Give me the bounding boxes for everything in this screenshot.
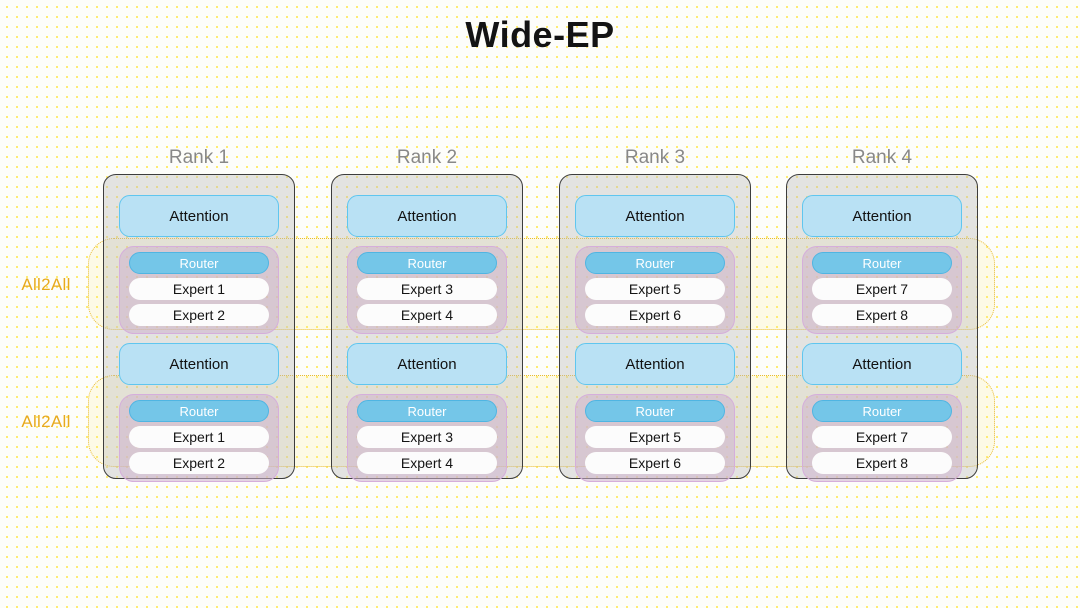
rank-column-4: Rank 4 Attention Router Expert 7 Expert … — [786, 146, 978, 482]
attention-block-r4-l1: Attention — [802, 195, 962, 237]
attention-block-r2-l1: Attention — [347, 195, 507, 237]
expert-block-r2-l2-e1: Expert 3 — [357, 426, 497, 448]
rank-label-1: Rank 1 — [168, 147, 230, 168]
moe-block-r1-l2: Router Expert 1 Expert 2 — [119, 394, 279, 482]
router-block-r3-l2: Router — [585, 400, 725, 422]
attention-block-r3-l1: Attention — [575, 195, 735, 237]
router-block-r2-l1: Router — [357, 252, 497, 274]
moe-block-r4-l2: Router Expert 7 Expert 8 — [802, 394, 962, 482]
expert-block-r4-l1-e2: Expert 8 — [812, 304, 952, 326]
rank-label-3: Rank 3 — [624, 147, 686, 168]
expert-block-r3-l2-e2: Expert 6 — [585, 452, 725, 474]
expert-block-r2-l2-e2: Expert 4 — [357, 452, 497, 474]
router-block-r2-l2: Router — [357, 400, 497, 422]
rank-column-3: Rank 3 Attention Router Expert 5 Expert … — [559, 146, 751, 482]
layer-divider — [575, 334, 735, 343]
expert-block-r1-l1-e2: Expert 2 — [129, 304, 269, 326]
router-block-r3-l1: Router — [585, 252, 725, 274]
expert-block-r3-l2-e1: Expert 5 — [585, 426, 725, 448]
router-block-r4-l2: Router — [812, 400, 952, 422]
attention-block-r2-l2: Attention — [347, 343, 507, 385]
all2all-label-layer-1: All2All — [21, 275, 71, 294]
rank-column-2: Rank 2 Attention Router Expert 3 Expert … — [331, 146, 523, 482]
rank-column-1: Rank 1 Attention Router Expert 1 Expert … — [103, 146, 295, 482]
rank-box-1: Attention Router Expert 1 Expert 2 Atten… — [103, 174, 295, 482]
expert-block-r1-l2-e1: Expert 1 — [129, 426, 269, 448]
rank-box-4: Attention Router Expert 7 Expert 8 Atten… — [786, 174, 978, 482]
expert-block-r3-l1-e1: Expert 5 — [585, 278, 725, 300]
layer-divider — [119, 334, 279, 343]
layer-divider — [347, 334, 507, 343]
rank-label-4: Rank 4 — [851, 147, 913, 168]
expert-block-r1-l2-e2: Expert 2 — [129, 452, 269, 474]
expert-block-r2-l1-e2: Expert 4 — [357, 304, 497, 326]
moe-block-r2-l1: Router Expert 3 Expert 4 — [347, 246, 507, 334]
router-block-r1-l1: Router — [129, 252, 269, 274]
rank-box-3: Attention Router Expert 5 Expert 6 Atten… — [559, 174, 751, 482]
rank-box-2: Attention Router Expert 3 Expert 4 Atten… — [331, 174, 523, 482]
attention-block-r1-l2: Attention — [119, 343, 279, 385]
expert-block-r4-l2-e2: Expert 8 — [812, 452, 952, 474]
expert-block-r2-l1-e1: Expert 3 — [357, 278, 497, 300]
expert-block-r1-l1-e1: Expert 1 — [129, 278, 269, 300]
moe-block-r3-l2: Router Expert 5 Expert 6 — [575, 394, 735, 482]
layer-divider — [802, 334, 962, 343]
expert-block-r4-l2-e1: Expert 7 — [812, 426, 952, 448]
router-block-r4-l1: Router — [812, 252, 952, 274]
attention-block-r1-l1: Attention — [119, 195, 279, 237]
moe-block-r3-l1: Router Expert 5 Expert 6 — [575, 246, 735, 334]
all2all-label-layer-2: All2All — [21, 412, 71, 431]
router-block-r1-l2: Router — [129, 400, 269, 422]
expert-block-r4-l1-e1: Expert 7 — [812, 278, 952, 300]
expert-block-r3-l1-e2: Expert 6 — [585, 304, 725, 326]
page-title: Wide-EP — [465, 14, 615, 55]
rank-label-2: Rank 2 — [396, 147, 458, 168]
moe-block-r4-l1: Router Expert 7 Expert 8 — [802, 246, 962, 334]
attention-block-r4-l2: Attention — [802, 343, 962, 385]
moe-block-r2-l2: Router Expert 3 Expert 4 — [347, 394, 507, 482]
moe-block-r1-l1: Router Expert 1 Expert 2 — [119, 246, 279, 334]
attention-block-r3-l2: Attention — [575, 343, 735, 385]
